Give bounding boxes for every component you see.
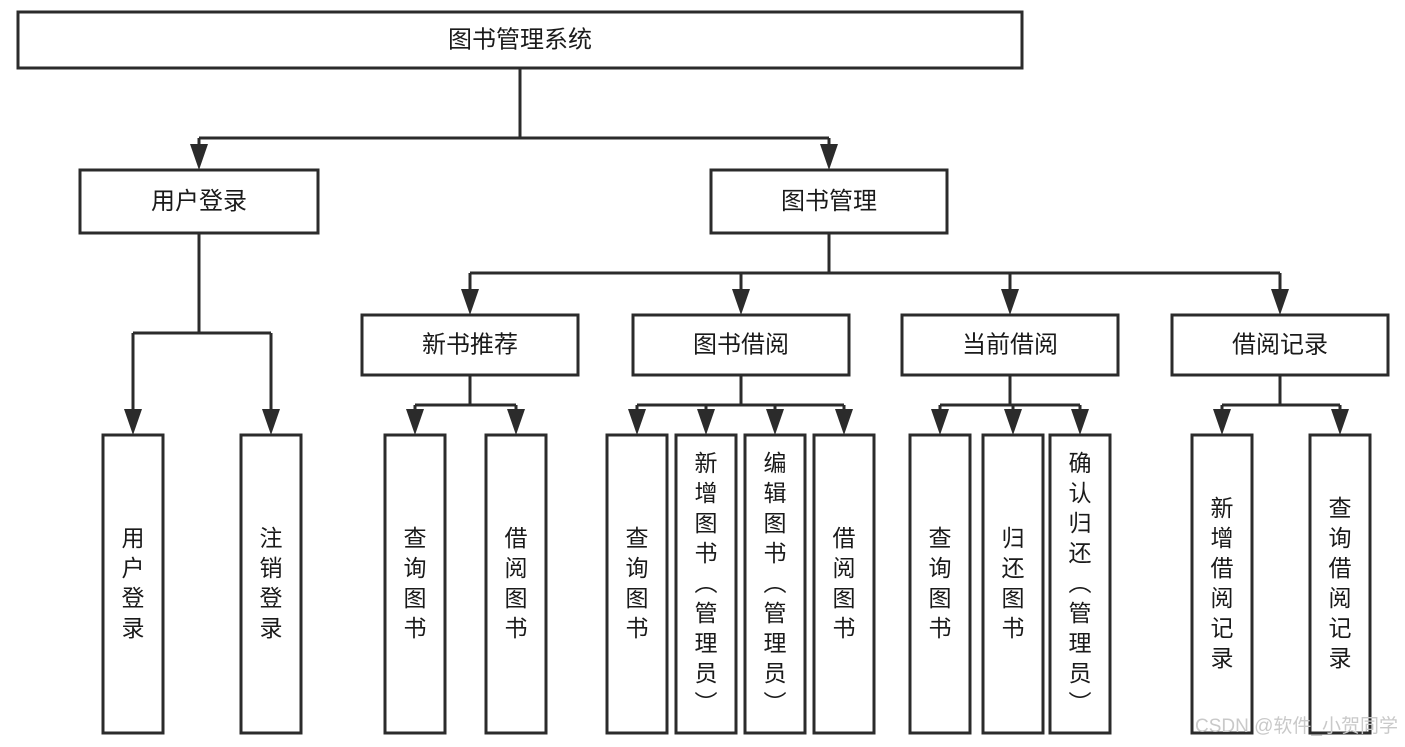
node-box[interactable] (709, 168, 949, 235)
connector-group-borrow-record (1213, 375, 1349, 435)
arrow-head-icon (1004, 409, 1022, 435)
node-leaf-rec-query[interactable]: 查询图书 (383, 433, 447, 735)
csdn-watermark: CSDN @软件_小贺同学 (1195, 715, 1398, 737)
arrow-head-icon (1331, 409, 1349, 435)
node-leaf-bb-query[interactable]: 查询图书 (605, 433, 669, 735)
node-leaf-user-logout[interactable]: 注销登录 (239, 433, 303, 735)
node-label: 图书管理系统 (448, 26, 592, 53)
connector-group-book-borrow (628, 375, 853, 435)
arrow-head-icon (697, 409, 715, 435)
arrow-head-icon (507, 409, 525, 435)
node-label: 新书推荐 (422, 331, 518, 358)
node-box[interactable] (78, 168, 320, 235)
arrow-head-icon (835, 409, 853, 435)
node-book-borrow[interactable]: 图书借阅 (631, 313, 851, 377)
connector-group-current-borrow (931, 375, 1089, 435)
node-box[interactable] (981, 433, 1045, 735)
node-label: 图书管理 (781, 188, 877, 215)
node-label: 查询图书 (404, 525, 427, 641)
connector-group-user-login (124, 233, 280, 435)
arrow-head-icon (1071, 409, 1089, 435)
node-leaf-br-query[interactable]: 查询借阅记录 (1308, 433, 1372, 735)
node-leaf-rec-borrow[interactable]: 借阅图书 (484, 433, 548, 735)
arrow-head-icon (732, 289, 750, 315)
node-root[interactable]: 图书管理系统 (16, 10, 1024, 70)
node-current-borrow[interactable]: 当前借阅 (900, 313, 1120, 377)
node-box[interactable] (1170, 313, 1390, 377)
node-book-manage[interactable]: 图书管理 (709, 168, 949, 235)
node-box[interactable] (1308, 433, 1372, 735)
arrow-head-icon (124, 409, 142, 435)
arrow-head-icon (190, 144, 208, 170)
node-label: 当前借阅 (962, 331, 1058, 358)
node-label: 用户登录 (122, 525, 145, 641)
node-label: 借阅图书 (833, 525, 856, 641)
node-leaf-user-login[interactable]: 用户登录 (101, 433, 165, 735)
connector-group-book-manage (461, 233, 1289, 315)
node-leaf-bb-add[interactable]: 新增图书︵管理员︶ (674, 433, 738, 735)
arrow-head-icon (1001, 289, 1019, 315)
node-leaf-cb-return[interactable]: 归还图书 (981, 433, 1045, 735)
node-new-book-rec[interactable]: 新书推荐 (360, 313, 580, 377)
node-box[interactable] (16, 10, 1024, 70)
connector-group-new-book-rec (406, 375, 525, 435)
arrow-head-icon (406, 409, 424, 435)
node-box[interactable] (674, 433, 738, 735)
node-label: 查询图书 (929, 525, 952, 641)
node-label: 编辑图书︵管理员︶ (764, 450, 787, 716)
arrow-head-icon (820, 144, 838, 170)
arrow-head-icon (628, 409, 646, 435)
node-label: 注销登录 (260, 525, 283, 641)
arrow-head-icon (931, 409, 949, 435)
node-box[interactable] (908, 433, 972, 735)
node-box[interactable] (812, 433, 876, 735)
node-box[interactable] (239, 433, 303, 735)
node-leaf-bb-borrow[interactable]: 借阅图书 (812, 433, 876, 735)
node-layer: 图书管理系统用户登录图书管理新书推荐图书借阅当前借阅借阅记录用户登录注销登录查询… (16, 10, 1390, 735)
node-box[interactable] (631, 313, 851, 377)
connector-group-root (190, 68, 838, 170)
node-box[interactable] (1190, 433, 1254, 735)
node-box[interactable] (383, 433, 447, 735)
node-label: 确认归还︵管理员︶ (1069, 450, 1092, 716)
node-box[interactable] (360, 313, 580, 377)
arrow-head-icon (1213, 409, 1231, 435)
node-label: 借阅图书 (505, 525, 528, 641)
node-label: 新增借阅记录 (1211, 495, 1234, 671)
arrow-head-icon (766, 409, 784, 435)
node-user-login[interactable]: 用户登录 (78, 168, 320, 235)
node-label: 新增图书︵管理员︶ (695, 450, 718, 716)
node-leaf-cb-confirm[interactable]: 确认归还︵管理员︶ (1048, 433, 1112, 735)
arrow-head-icon (1271, 289, 1289, 315)
node-label: 查询图书 (626, 525, 649, 641)
connector-layer (124, 68, 1349, 435)
node-box[interactable] (900, 313, 1120, 377)
node-label: 用户登录 (151, 188, 247, 215)
node-label: 归还图书 (1002, 525, 1025, 641)
arrow-head-icon (461, 289, 479, 315)
node-borrow-record[interactable]: 借阅记录 (1170, 313, 1390, 377)
node-label: 借阅记录 (1232, 331, 1328, 358)
node-box[interactable] (743, 433, 807, 735)
node-label: 图书借阅 (693, 331, 789, 358)
node-leaf-br-add[interactable]: 新增借阅记录 (1190, 433, 1254, 735)
node-box[interactable] (1048, 433, 1112, 735)
arrow-head-icon (262, 409, 280, 435)
node-leaf-bb-edit[interactable]: 编辑图书︵管理员︶ (743, 433, 807, 735)
node-box[interactable] (605, 433, 669, 735)
node-box[interactable] (484, 433, 548, 735)
node-leaf-cb-query[interactable]: 查询图书 (908, 433, 972, 735)
node-label: 查询借阅记录 (1329, 495, 1352, 671)
node-box[interactable] (101, 433, 165, 735)
